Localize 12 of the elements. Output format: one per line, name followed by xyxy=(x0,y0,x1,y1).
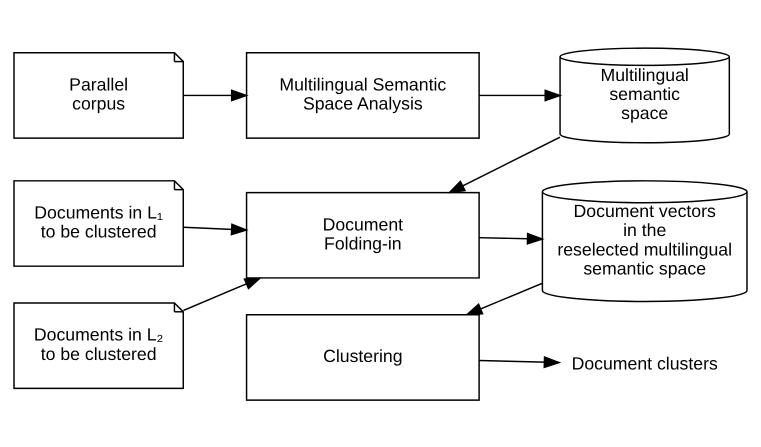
arrow xyxy=(479,355,562,368)
arrow xyxy=(184,88,249,102)
node-box: Clustering xyxy=(246,314,480,400)
node-box: Multilingual Semantic Space Analysis xyxy=(246,52,480,138)
node-text: Document clusters xyxy=(572,352,718,373)
arrow xyxy=(479,88,562,102)
node-box: Document Folding-in xyxy=(246,191,480,278)
arrow xyxy=(479,232,544,244)
arrow xyxy=(448,136,560,194)
arrow xyxy=(183,222,249,236)
arrow xyxy=(183,276,262,311)
arrow xyxy=(464,282,542,315)
